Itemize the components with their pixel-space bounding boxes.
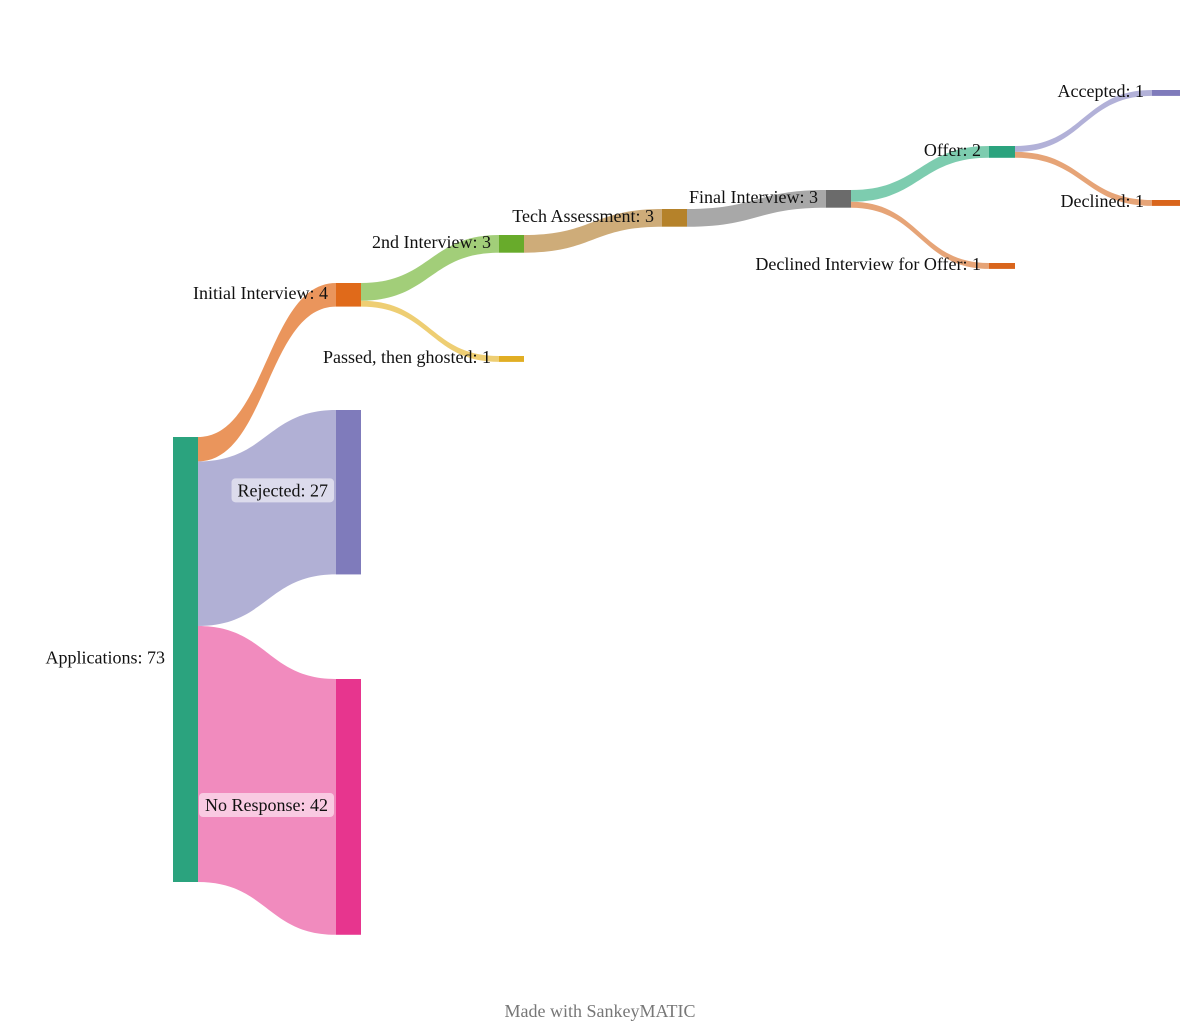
link-initial-to-second (361, 235, 499, 301)
node-label-applications: Applications: 73 (46, 648, 166, 668)
link-final-to-offer (851, 146, 989, 202)
node-label-rejected: Rejected: 27 (238, 480, 328, 500)
node-label-bg-rejected (231, 478, 334, 503)
link-initial-to-ghosted (361, 300, 499, 362)
node-label-second: 2nd Interview: 3 (372, 232, 491, 252)
node-declined (1152, 200, 1180, 206)
node-applications (173, 437, 198, 882)
node-label-initial: Initial Interview: 4 (193, 283, 328, 303)
sankey-nodes (173, 90, 1180, 935)
link-applications-to-noresp (198, 625, 336, 935)
node-offer (989, 146, 1015, 158)
link-offer-to-declined (1015, 151, 1152, 206)
link-applications-to-initial (198, 283, 336, 462)
node-label-offer: Offer: 2 (924, 140, 981, 160)
node-label-tech: Tech Assessment: 3 (512, 206, 654, 226)
node-label-noresp: No Response: 42 (205, 795, 328, 815)
sankey-links (198, 90, 1152, 935)
node-second (499, 235, 524, 253)
node-label-ghosted: Passed, then ghosted: 1 (323, 347, 491, 367)
node-declinedInt (989, 263, 1015, 269)
node-accepted (1152, 90, 1180, 96)
node-label-declinedInt: Declined Interview for Offer: 1 (755, 254, 981, 274)
node-final (826, 190, 851, 208)
node-ghosted (499, 356, 524, 362)
node-noresp (336, 679, 361, 935)
node-label-accepted: Accepted: 1 (1058, 81, 1144, 101)
link-applications-to-rejected (198, 410, 336, 626)
node-label-final: Final Interview: 3 (689, 187, 818, 207)
node-tech (662, 209, 687, 227)
link-tech-to-final (687, 190, 826, 227)
node-rejected (336, 410, 361, 575)
footer-credit: Made with SankeyMATIC (504, 1001, 696, 1021)
node-label-bg-noresp (199, 793, 334, 818)
sankey-labels: Applications: 73 Initial Interview: 4 Reje… (46, 81, 1144, 818)
node-initial (336, 283, 361, 307)
link-offer-to-accepted (1015, 90, 1152, 152)
link-second-to-tech (524, 209, 662, 253)
node-label-declined: Declined: 1 (1061, 191, 1144, 211)
link-final-to-declinedInt (851, 201, 989, 269)
